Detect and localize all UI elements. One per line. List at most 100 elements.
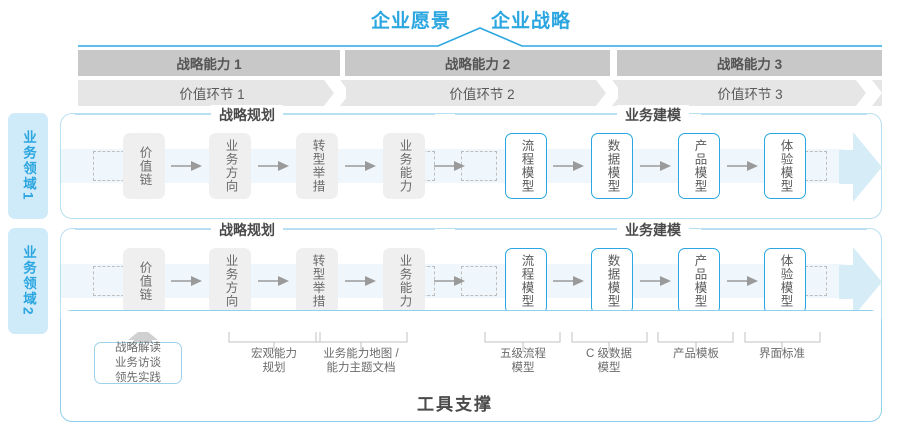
node-value-chain[interactable]: 价值链 [123, 133, 165, 199]
footer-mask [61, 311, 881, 369]
flow-arrowhead-icon [839, 132, 882, 202]
arrow-right-icon [434, 276, 465, 286]
section-divider [701, 114, 867, 115]
arrow-right-icon [553, 276, 584, 286]
node-data-model[interactable]: 数据模型 [591, 248, 633, 314]
section-caption-planning: 战略规划 [211, 105, 283, 125]
title-connector-peak [78, 27, 882, 47]
node-label: 数据模型 [605, 254, 620, 308]
arrow-right-icon [345, 161, 376, 171]
arrow-right-icon [640, 276, 671, 286]
node-label: 产品模型 [692, 254, 707, 308]
tool-label-ui-standard: 界面标准 [727, 347, 837, 361]
footer-title: 工具支撑 [417, 395, 493, 414]
value-bar-1: 价值环节 1 [78, 80, 346, 106]
arrow-right-icon [434, 161, 465, 171]
node-business-direction[interactable]: 业务方向 [209, 133, 251, 199]
tool-label-line-2: 模型 [511, 362, 535, 374]
node-business-direction[interactable]: 业务方向 [209, 248, 251, 314]
tool-box-strategy-inputs[interactable]: 战略解读 业务访谈 领先实践 [94, 342, 182, 384]
tool-label-macro-capability: 宏观能力 规划 [219, 347, 329, 375]
node-label: 体验模型 [778, 139, 793, 193]
tool-label-line-1: 宏观能力 [251, 348, 297, 360]
node-process-model[interactable]: 流程模型 [505, 248, 547, 314]
value-bar-label: 价值环节 2 [449, 87, 515, 102]
value-bar-label: 价值环节 1 [179, 87, 245, 102]
node-product-model[interactable]: 产品模型 [678, 133, 720, 199]
tool-support-container [60, 310, 882, 422]
domain-row-1: 战略规划 业务建模 价值链 业务方向 转型举措 业务能力 流程模型 数据模型 产… [60, 105, 882, 219]
arrow-right-icon [258, 276, 289, 286]
domain-label-num: 2 [20, 307, 36, 317]
flow-arrowhead-icon [839, 247, 882, 317]
section-caption-modeling: 业务建模 [617, 105, 689, 125]
page-title-vision: 企业愿景 [371, 11, 452, 32]
arrow-right-icon [258, 161, 289, 171]
tool-box-line-1: 战略解读 [115, 341, 161, 354]
node-experience-model[interactable]: 体验模型 [764, 133, 806, 199]
node-transformation-measures[interactable]: 转型举措 [296, 248, 338, 314]
node-label: 流程模型 [519, 139, 534, 193]
page-title-strategy: 企业战略 [491, 11, 572, 32]
capability-bar-label: 战略能力 2 [444, 57, 511, 72]
tool-label-capability-map: 业务能力地图 / 能力主题文档 [306, 347, 416, 375]
section-caption-planning: 战略规划 [211, 220, 283, 240]
node-value-chain[interactable]: 价值链 [123, 248, 165, 314]
value-chain-bar-row: 价值环节 1 价值环节 2 价值环节 3 [78, 80, 882, 106]
node-process-model[interactable]: 流程模型 [505, 133, 547, 199]
tool-label-line-1: 界面标准 [759, 348, 805, 360]
capability-bar-2: 战略能力 2 [345, 50, 610, 76]
node-label: 业务能力 [397, 139, 412, 193]
node-label: 流程模型 [519, 254, 534, 308]
tool-label-line-1: C 级数据 [586, 348, 632, 360]
node-label: 转型举措 [310, 139, 325, 193]
node-experience-model[interactable]: 体验模型 [764, 248, 806, 314]
tool-label-five-level-process: 五级流程 模型 [468, 347, 578, 375]
arrow-right-icon [640, 161, 671, 171]
node-label: 业务方向 [223, 254, 238, 308]
node-transformation-measures[interactable]: 转型举措 [296, 133, 338, 199]
placeholder-box [461, 266, 497, 296]
tool-label-line-1: 业务能力地图 / [323, 348, 399, 360]
tool-label-line-2: 能力主题文档 [326, 362, 396, 374]
arrow-right-icon [727, 161, 758, 171]
tool-label-c-level-data: C 级数据 模型 [554, 347, 664, 375]
tool-label-line-2: 模型 [597, 362, 621, 374]
node-product-model[interactable]: 产品模型 [678, 248, 720, 314]
value-bar-label: 价值环节 3 [717, 87, 783, 102]
domain-label-num: 1 [20, 192, 36, 202]
node-label: 数据模型 [605, 139, 620, 193]
node-label: 业务方向 [223, 139, 238, 193]
node-business-capability[interactable]: 业务能力 [383, 133, 425, 199]
arrow-right-icon [345, 276, 376, 286]
section-divider [701, 229, 867, 230]
arrow-right-icon [171, 161, 202, 171]
capability-bar-label: 战略能力 3 [716, 57, 783, 72]
domain-label-text: 业务领域 [21, 245, 36, 308]
tool-label-line-2: 规划 [262, 362, 286, 374]
node-label: 转型举措 [310, 254, 325, 308]
section-divider [455, 229, 649, 230]
arrow-right-icon [553, 161, 584, 171]
section-caption-modeling: 业务建模 [617, 220, 689, 240]
tool-box-line-2: 业务访谈 [115, 356, 161, 369]
domain-label-text: 业务领域 [21, 130, 36, 193]
placeholder-box [461, 151, 497, 181]
tool-label-line-1: 产品模板 [673, 348, 719, 360]
capability-bar-1: 战略能力 1 [78, 50, 340, 76]
node-business-capability[interactable]: 业务能力 [383, 248, 425, 314]
capability-bar-label: 战略能力 1 [176, 57, 242, 72]
node-data-model[interactable]: 数据模型 [591, 133, 633, 199]
tool-label-line-1: 五级流程 [500, 348, 546, 360]
value-bar-3: 价值环节 3 [618, 80, 882, 106]
value-bar-2: 价值环节 2 [346, 80, 618, 106]
tool-label-product-template: 产品模板 [641, 347, 751, 361]
node-label: 体验模型 [778, 254, 793, 308]
arrow-right-icon [727, 276, 758, 286]
node-label: 价值链 [137, 145, 152, 187]
arrow-right-icon [171, 276, 202, 286]
section-divider [455, 114, 649, 115]
